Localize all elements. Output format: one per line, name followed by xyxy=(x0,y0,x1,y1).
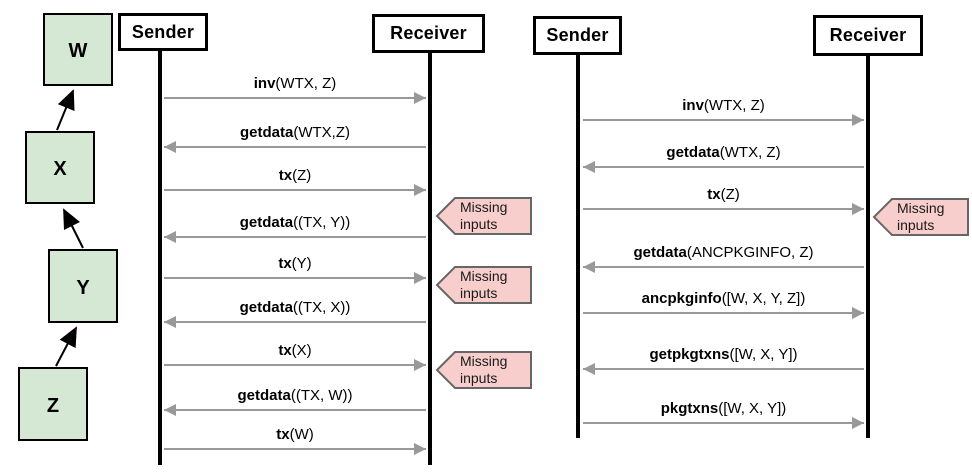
diagram1-sender-label: Sender xyxy=(131,21,195,42)
message-arrow-right xyxy=(583,422,864,424)
message-arrow-right xyxy=(164,97,426,99)
diagram1-receiver-lifeline xyxy=(428,53,432,465)
note-pointer-shape xyxy=(872,198,969,236)
diagram2-sender-box: Sender xyxy=(533,16,622,55)
diagram1-sender-lifeline xyxy=(158,51,162,465)
message-arrow-right xyxy=(164,189,426,191)
diagram2-receiver-label: Receiver xyxy=(829,25,907,45)
note-text: Missing inputs xyxy=(460,268,508,301)
node-x: X xyxy=(25,131,95,204)
message-label: getdata((TX, W)) xyxy=(237,387,353,404)
node-y: Y xyxy=(48,249,118,323)
message-arrow-left xyxy=(583,368,864,370)
note-pointer-shape xyxy=(435,266,532,304)
message-label: tx(X) xyxy=(278,342,312,359)
message-label: getpkgtxns([W, X, Y]) xyxy=(649,346,798,363)
missing-inputs-note: Missing inputs xyxy=(435,266,533,304)
node-y-label: Y xyxy=(76,277,90,299)
message-arrow-right xyxy=(583,312,864,314)
message-label: tx(Z) xyxy=(707,186,740,203)
note-pointer-shape xyxy=(435,197,532,235)
message-arrow-right xyxy=(583,119,864,121)
diagram1-sender-box: Sender xyxy=(118,13,208,51)
node-z-label: Z xyxy=(47,395,59,417)
missing-inputs-note: Missing inputs xyxy=(435,351,533,389)
message-label: ancpkginfo([W, X, Y, Z]) xyxy=(641,290,806,307)
message-label: inv(WTX, Z) xyxy=(682,97,765,114)
message-label: inv(WTX, Z) xyxy=(253,75,337,92)
node-z: Z xyxy=(18,367,88,441)
message-label: getdata(ANCPKGINFO, Z) xyxy=(633,244,814,261)
message-label: tx(Z) xyxy=(278,167,312,184)
dependency-edges xyxy=(55,89,84,367)
message-label: getdata((TX, Y)) xyxy=(239,214,351,231)
message-arrow-right xyxy=(164,364,426,366)
missing-inputs-note: Missing inputs xyxy=(435,197,533,235)
message-arrow-left xyxy=(164,236,426,238)
edge-z-to-y xyxy=(55,326,77,367)
diagram2-receiver-lifeline xyxy=(866,56,870,438)
node-w-label: W xyxy=(69,40,88,62)
message-arrow-left xyxy=(164,321,426,323)
message-label: getdata(WTX, Z) xyxy=(666,144,781,161)
node-x-label: X xyxy=(53,158,67,180)
message-label: getdata(WTX,Z) xyxy=(240,124,350,141)
note-pointer-shape xyxy=(435,351,532,389)
missing-inputs-note: Missing inputs xyxy=(872,198,970,236)
diagram2-sender-lifeline xyxy=(576,55,580,438)
message-arrow-left xyxy=(164,146,426,148)
edge-y-to-x xyxy=(63,208,84,249)
message-arrow-right xyxy=(164,448,426,450)
note-text: Missing inputs xyxy=(897,200,945,233)
node-w: W xyxy=(43,13,113,86)
diagram2-receiver-box: Receiver xyxy=(813,15,923,56)
note-text: Missing inputs xyxy=(460,199,508,232)
message-arrow-right xyxy=(164,277,426,279)
diagram1-receiver-label: Receiver xyxy=(390,23,467,43)
diagram2-sender-label: Sender xyxy=(546,25,609,45)
note-text: Missing inputs xyxy=(460,353,508,386)
dependency-graph: W X Y Z xyxy=(18,13,118,441)
message-label: tx(W) xyxy=(276,426,314,443)
message-arrow-left xyxy=(164,409,426,411)
message-label: pkgtxns([W, X, Y]) xyxy=(660,400,787,417)
message-arrow-left xyxy=(583,166,864,168)
message-label: getdata((TX, X)) xyxy=(239,299,351,316)
message-label: tx(Y) xyxy=(278,255,312,272)
diagram1-receiver-box: Receiver xyxy=(372,14,485,53)
message-arrow-left xyxy=(583,266,864,268)
message-arrow-right xyxy=(583,208,864,210)
edge-x-to-w xyxy=(56,89,75,131)
